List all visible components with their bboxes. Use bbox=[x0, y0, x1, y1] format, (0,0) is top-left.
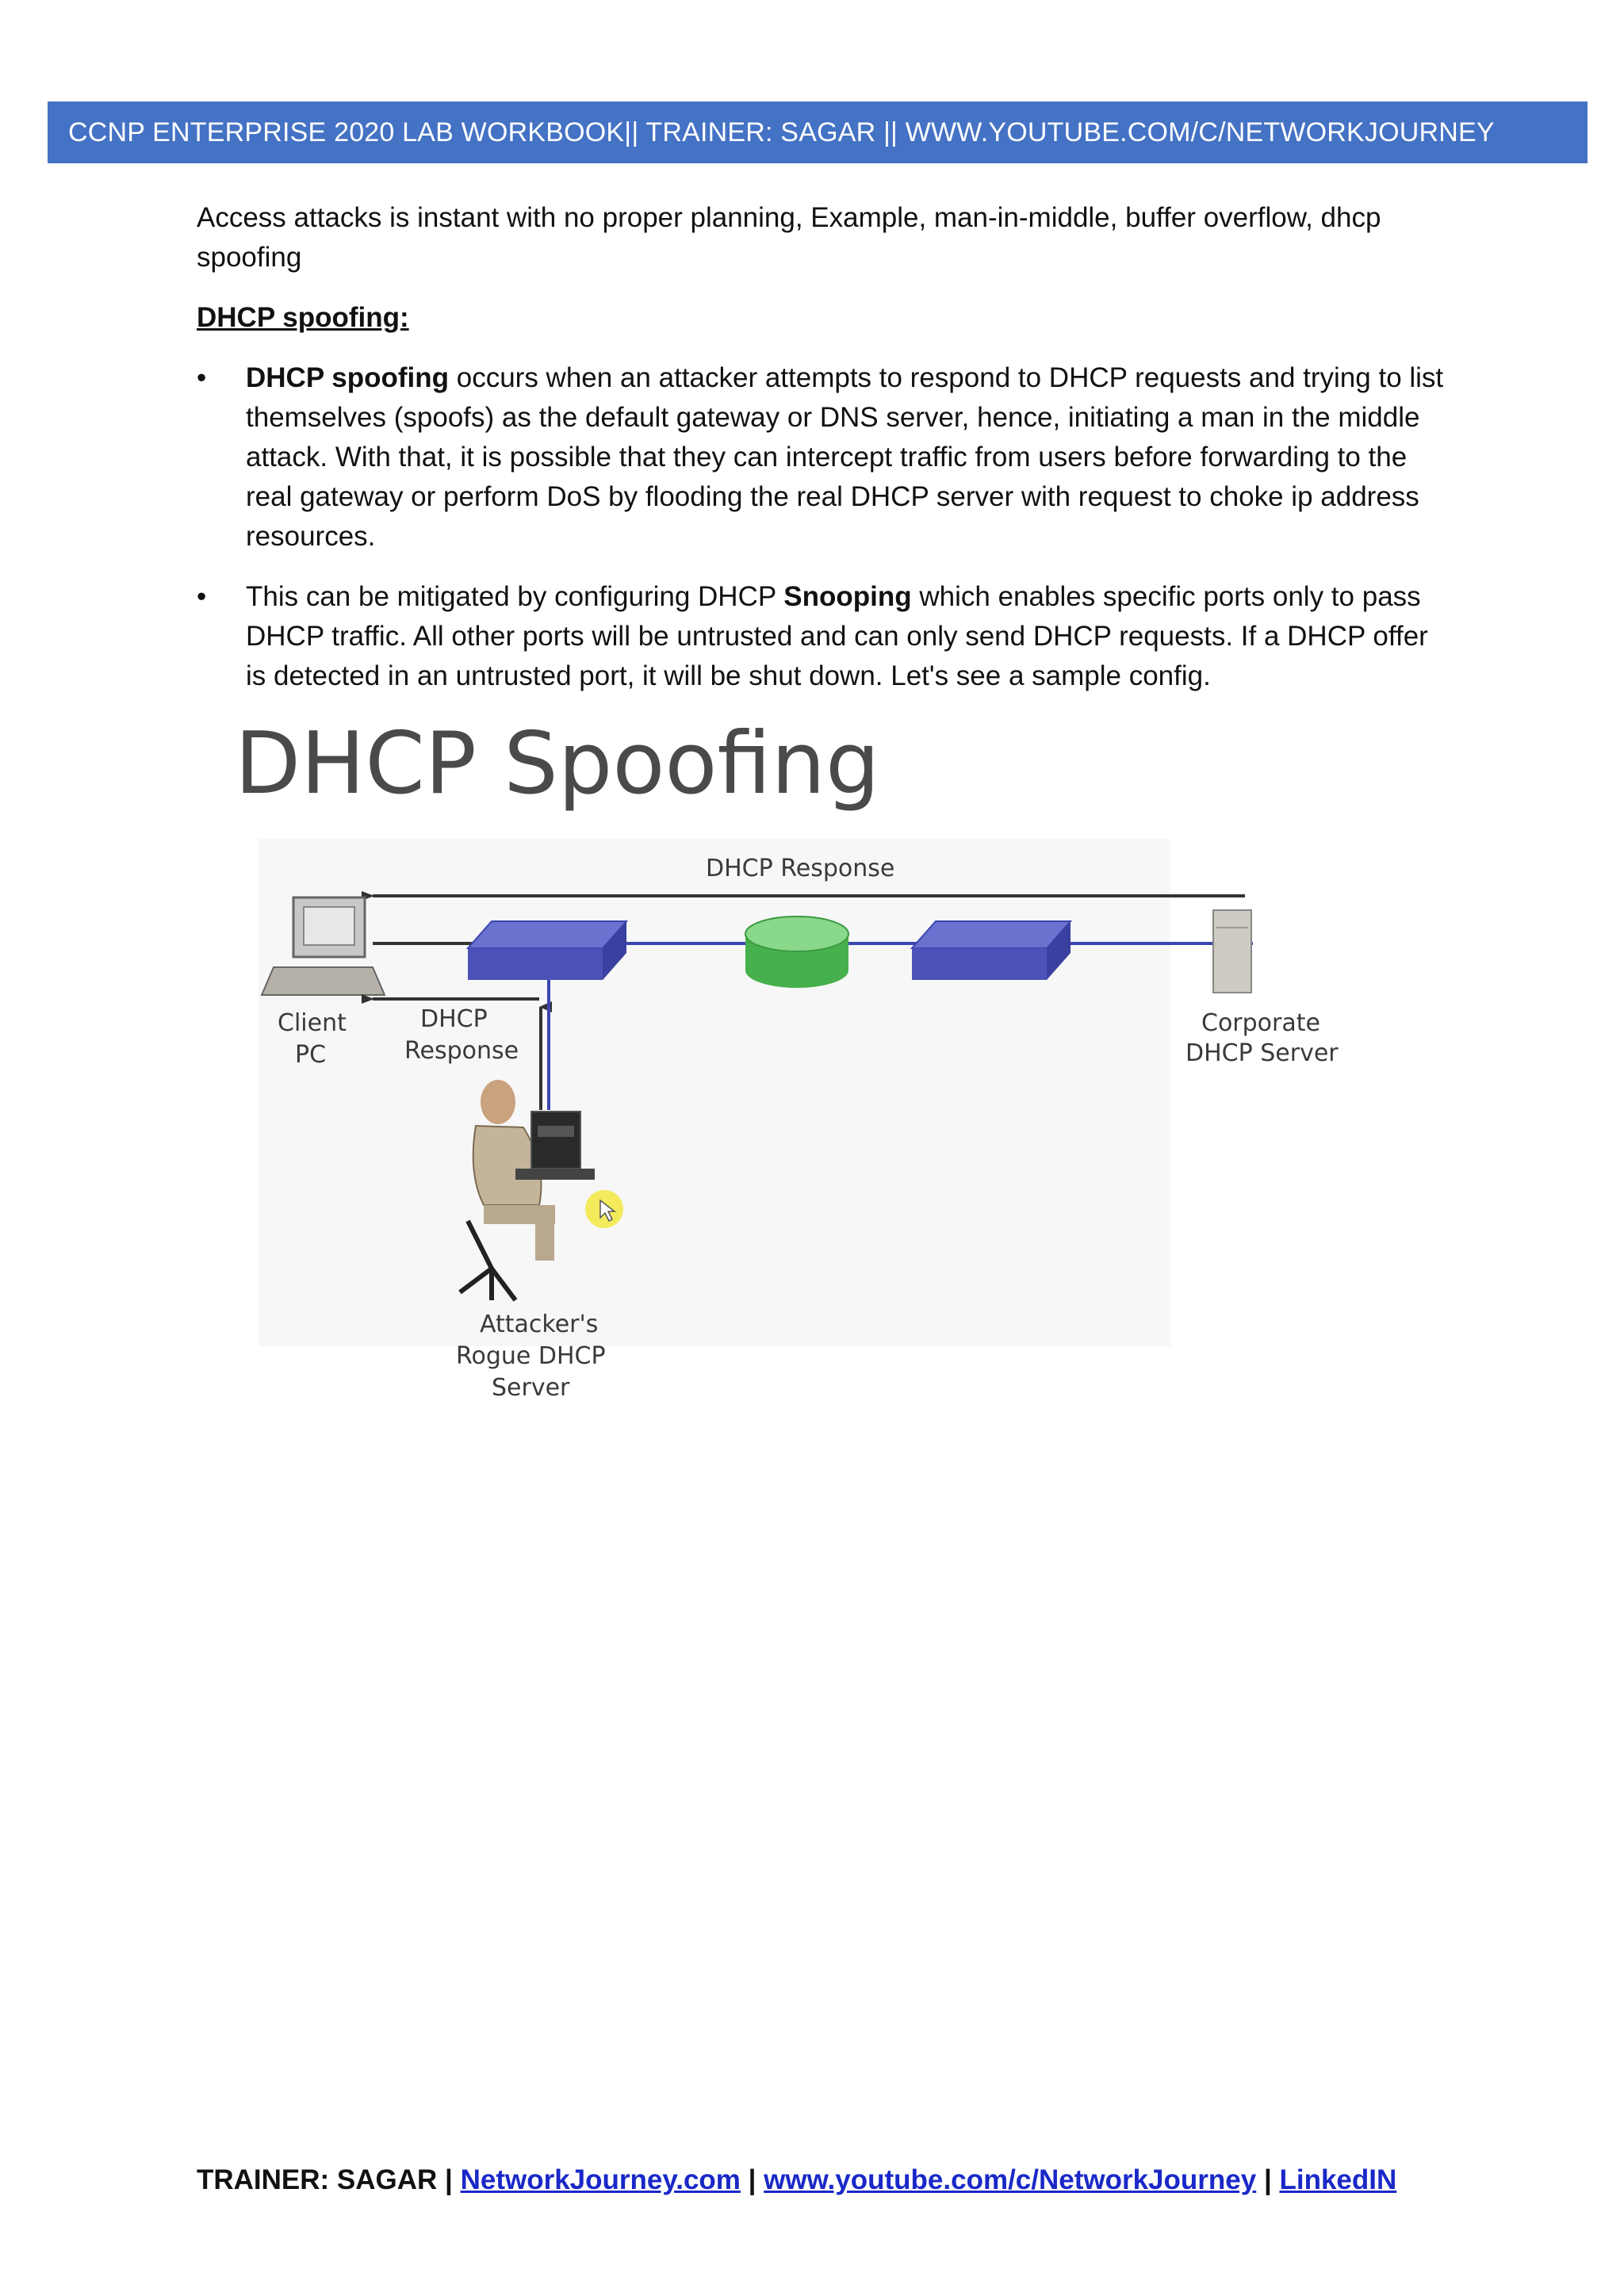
header-bar: CCNP ENTERPRISE 2020 LAB WORKBOOK|| TRAI… bbox=[48, 101, 1588, 163]
bullet-item: • This can be mitigated by configuring D… bbox=[197, 577, 1450, 696]
section-title: DHCP spoofing: bbox=[197, 302, 409, 333]
bullet-dot-icon: • bbox=[197, 581, 207, 612]
rogue-response-line2: Response bbox=[404, 1037, 519, 1065]
bullet-dot-icon: • bbox=[197, 362, 207, 393]
attacker-label-line1: Attacker's bbox=[480, 1311, 598, 1338]
client-pc-icon bbox=[260, 896, 386, 996]
footer-separator: | bbox=[740, 2164, 764, 2195]
footer-link-website[interactable]: NetworkJourney.com bbox=[460, 2164, 741, 2195]
server-label-line2: DHCP Server bbox=[1185, 1039, 1339, 1067]
client-label-line2: PC bbox=[295, 1041, 326, 1069]
footer-separator: | bbox=[1256, 2164, 1280, 2195]
main-content: Access attacks is instant with no proper… bbox=[197, 198, 1450, 717]
bullet-text: which enables specific ports only to pas… bbox=[246, 581, 1428, 691]
client-label-line1: Client bbox=[278, 1009, 347, 1037]
footer-link-linkedin[interactable]: LinkedIN bbox=[1279, 2164, 1397, 2195]
network-diagram: DHCP Spoofing DHCP Response bbox=[235, 714, 1339, 1402]
server-icon bbox=[1212, 909, 1252, 993]
figure-title: DHCP Spoofing bbox=[235, 714, 880, 813]
top-response-label: DHCP Response bbox=[706, 855, 894, 882]
attacker-icon bbox=[458, 1080, 595, 1302]
attacker-label-line3: Server bbox=[492, 1374, 570, 1402]
switch-icon bbox=[465, 920, 629, 980]
mouse-cursor-icon bbox=[599, 1199, 617, 1223]
footer-prefix: TRAINER: SAGAR | bbox=[197, 2164, 461, 2195]
diagram-background bbox=[259, 839, 1170, 1346]
attacker-label-line2: Rogue DHCP bbox=[456, 1342, 606, 1370]
bullet-item: • DHCP spoofing occurs when an attacker … bbox=[197, 358, 1450, 557]
bullet-bold-term: DHCP spoofing bbox=[246, 362, 450, 393]
bullet-text: occurs when an attacker attempts to resp… bbox=[246, 362, 1444, 552]
intro-paragraph: Access attacks is instant with no proper… bbox=[197, 202, 1381, 273]
bullet-text: This can be mitigated by configuring DHC… bbox=[246, 581, 784, 612]
header-text: CCNP ENTERPRISE 2020 LAB WORKBOOK|| TRAI… bbox=[68, 117, 1495, 147]
switch-icon bbox=[910, 920, 1073, 980]
server-label-line1: Corporate bbox=[1201, 1009, 1320, 1037]
footer: TRAINER: SAGAR | NetworkJourney.com | ww… bbox=[197, 2164, 1396, 2196]
footer-link-youtube[interactable]: www.youtube.com/c/NetworkJourney bbox=[764, 2164, 1257, 2195]
rogue-response-line1: DHCP bbox=[420, 1005, 488, 1033]
dhcp-spoofing-figure: DHCP Spoofing DHCP Response bbox=[230, 714, 1419, 1451]
router-icon bbox=[745, 916, 849, 988]
bullet-bold-term: Snooping bbox=[783, 581, 912, 612]
